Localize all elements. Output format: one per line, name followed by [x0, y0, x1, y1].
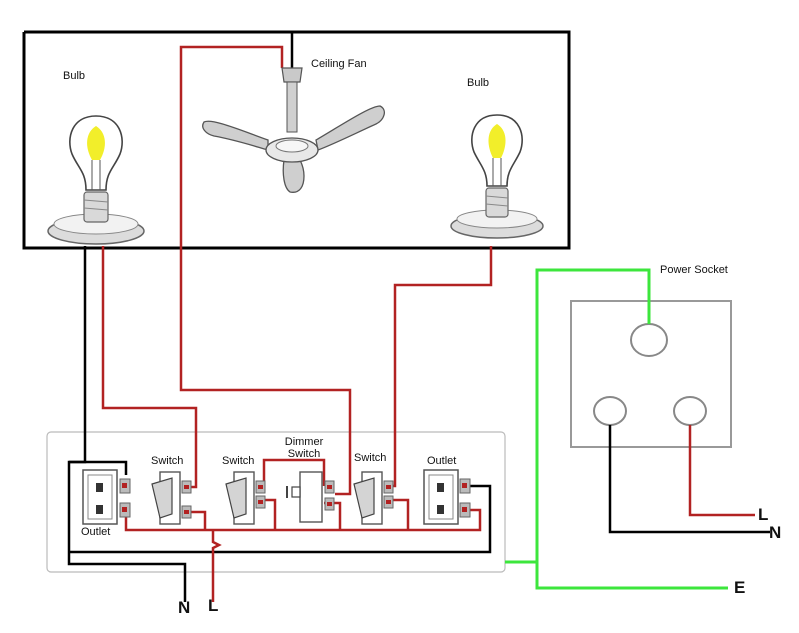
- power-socket-plate: [570, 300, 732, 448]
- dimmer-switch: [286, 471, 335, 523]
- right-bulb: [450, 114, 544, 239]
- live-wires: [101, 45, 755, 602]
- label-dimmer-line1: Dimmer: [284, 436, 324, 448]
- fan-blade-bottom: [282, 159, 305, 193]
- outlet-left: [82, 469, 131, 525]
- ceiling-fan: [202, 67, 386, 193]
- label-bulb-right: Bulb: [467, 77, 490, 89]
- label-switch-3: Switch: [354, 452, 387, 464]
- fan-blade-right: [315, 105, 386, 151]
- neutral-wires: [67, 32, 770, 602]
- socket-hole-live: [673, 396, 707, 426]
- label-ceiling-fan: Ceiling Fan: [311, 58, 367, 70]
- terminal-n-socket: N: [769, 523, 782, 542]
- socket-hole-neutral: [593, 396, 627, 426]
- label-switch-1: Switch: [151, 455, 184, 467]
- terminal-l-socket: L: [758, 505, 769, 524]
- left-bulb: [47, 115, 145, 245]
- label-outlet-right: Outlet: [427, 455, 457, 467]
- switch-3: [353, 471, 394, 525]
- label-dimmer-switch: Dimmer Switch: [285, 436, 324, 460]
- switch-1: [151, 471, 192, 525]
- label-bulb-left: Bulb: [63, 70, 86, 82]
- terminal-n-bottom: N: [178, 598, 191, 617]
- label-outlet-left: Outlet: [81, 526, 111, 538]
- outlet-right: [423, 469, 471, 525]
- ceiling-frame: [22, 30, 571, 250]
- label-power-socket: Power Socket: [660, 264, 728, 276]
- switch-2: [225, 471, 266, 525]
- label-dimmer-line2: Switch: [287, 448, 321, 460]
- fan-blade-left: [202, 120, 269, 151]
- label-switch-2: Switch: [222, 455, 255, 467]
- earth-wires: [505, 268, 728, 590]
- terminal-l-bottom: L: [208, 596, 219, 615]
- terminal-e: E: [734, 578, 746, 597]
- socket-hole-earth: [630, 323, 668, 357]
